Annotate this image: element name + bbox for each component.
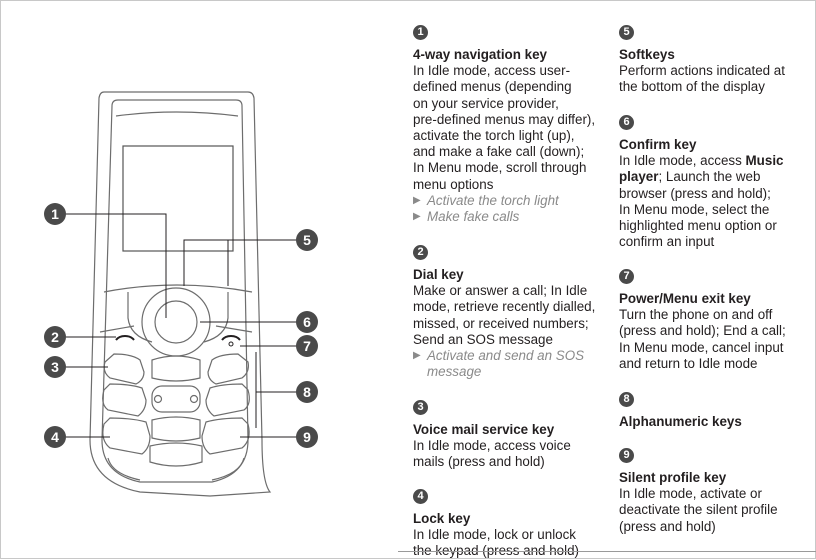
- key-left-2: [102, 383, 147, 417]
- key-center-4: [149, 442, 203, 467]
- entry-desc: In Idle mode, access user- defined menus…: [413, 63, 596, 192]
- entry-desc: In Idle mode, activate or deactivate the…: [619, 486, 778, 534]
- key-right-1: [207, 353, 249, 385]
- diagram-callout-3: 3: [44, 356, 66, 378]
- phone-body: [89, 91, 272, 497]
- left-softkey: [127, 292, 153, 343]
- right-softkey: [203, 292, 229, 343]
- callout-number: 4: [413, 489, 428, 504]
- svg-text:1: 1: [51, 206, 59, 222]
- key-left-1: [103, 353, 145, 385]
- leader-1: [66, 213, 167, 318]
- callout-number: 7: [619, 269, 634, 284]
- svg-text:8: 8: [303, 384, 311, 400]
- entry-4: 4 Lock key In Idle mode, lock or unlock …: [413, 489, 613, 560]
- callout-number: 5: [619, 25, 634, 40]
- entry-title: Alphanumeric keys: [619, 414, 742, 429]
- key-center-3: [151, 416, 201, 442]
- svg-text:4: 4: [51, 429, 59, 445]
- entry-6: 6 Confirm key In Idle mode, access Music…: [619, 115, 809, 250]
- svg-text:3: 3: [51, 359, 59, 375]
- key-right-3: [201, 417, 250, 455]
- leader-8: [255, 352, 300, 393]
- link-make-fake-calls[interactable]: ▶Make fake calls: [413, 209, 520, 225]
- entry-desc: In Idle mode, access voice mails (press …: [413, 438, 571, 470]
- diagram-callout-1: 1: [44, 203, 66, 225]
- diagram-callouts: 1 2 3 4 5 6 7 8 9: [44, 203, 318, 448]
- entry-title: Voice mail service key: [413, 422, 555, 437]
- entry-desc: Turn the phone on and off (press and hol…: [619, 307, 786, 371]
- phone-diagram: 1 2 3 4 5 6 7 8 9: [44, 91, 318, 497]
- confirm-key: [154, 300, 198, 344]
- diagram-callout-5: 5: [296, 229, 318, 251]
- entry-desc: In Idle mode, access Music player; Launc…: [619, 153, 784, 250]
- callout-number: 3: [413, 400, 428, 415]
- diagram-callout-8: 8: [296, 381, 318, 403]
- svg-text:9: 9: [303, 429, 311, 445]
- entry-8: 8 Alphanumeric keys: [619, 392, 809, 430]
- entry-desc: In Idle mode, lock or unlock the keypad …: [413, 527, 579, 559]
- key-center-2: [151, 385, 201, 413]
- leader-5: [183, 239, 300, 286]
- entry-7: 7 Power/Menu exit key Turn the phone on …: [619, 269, 809, 372]
- diagram-callout-4: 4: [44, 426, 66, 448]
- entry-title: Lock key: [413, 511, 471, 526]
- callout-number: 6: [619, 115, 634, 130]
- display-screen: [122, 145, 234, 252]
- entry-desc: Make or answer a call; In Idle mode, ret…: [413, 283, 596, 347]
- callout-number: 2: [413, 245, 428, 260]
- svg-text:7: 7: [303, 338, 311, 354]
- diagram-callout-2: 2: [44, 326, 66, 348]
- entry-title: Silent profile key: [619, 470, 727, 485]
- callout-number: 8: [619, 392, 634, 407]
- entry-9: 9 Silent profile key In Idle mode, activ…: [619, 448, 809, 535]
- diagram-callout-9: 9: [296, 426, 318, 448]
- svg-text:2: 2: [51, 329, 59, 345]
- entry-3: 3 Voice mail service key In Idle mode, a…: [413, 400, 613, 471]
- entry-title: Power/Menu exit key: [619, 291, 751, 306]
- svg-text:5: 5: [303, 232, 311, 248]
- entry-title: Confirm key: [619, 137, 697, 152]
- entry-5: 5 Softkeys Perform actions indicated at …: [619, 25, 809, 96]
- key-center-1: [151, 355, 201, 382]
- key-right-2: [205, 383, 250, 417]
- phone-body-inner: [101, 99, 249, 483]
- key-left-3: [102, 417, 151, 455]
- entry-2: 2 Dial key Make or answer a call; In Idl…: [413, 245, 613, 380]
- entry-desc: Perform actions indicated at the bottom …: [619, 63, 785, 95]
- svg-text:6: 6: [303, 314, 311, 330]
- callout-number: 1: [413, 25, 428, 40]
- entry-title: 4-way navigation key: [413, 47, 547, 62]
- dial-icon: [115, 334, 135, 341]
- callout-number: 9: [619, 448, 634, 463]
- link-activate-torch[interactable]: ▶Activate the torch light: [413, 192, 559, 208]
- bottom-rule: [398, 551, 816, 552]
- diagram-callout-6: 6: [296, 311, 318, 333]
- entry-title: Dial key: [413, 267, 464, 282]
- nav-key-ring: [141, 287, 211, 357]
- entry-title: Softkeys: [619, 47, 675, 62]
- end-icon: [221, 334, 241, 341]
- diagram-callout-7: 7: [296, 335, 318, 357]
- entry-1: 1 4-way navigation key In Idle mode, acc…: [413, 25, 613, 225]
